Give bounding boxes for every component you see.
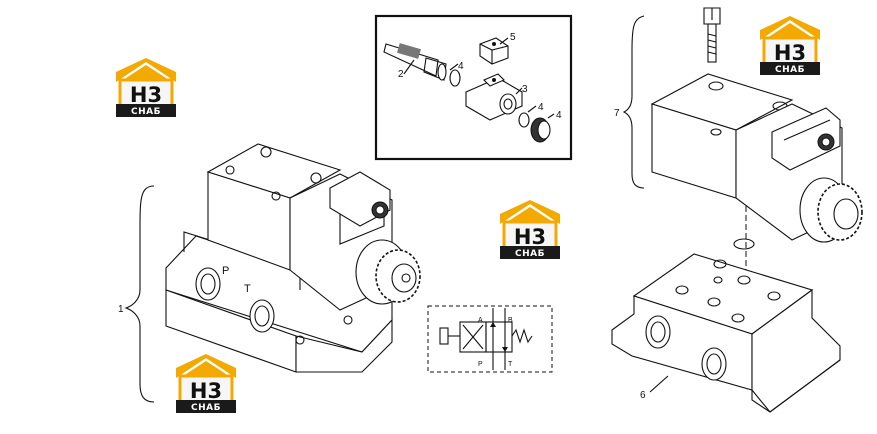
valve-assembly-left: 1 P T bbox=[118, 143, 421, 403]
exploded-parts-inset: 2 4 5 3 4 4 bbox=[374, 14, 573, 161]
mounting-bolt bbox=[703, 7, 721, 63]
port-t bbox=[249, 299, 275, 333]
connector-plug bbox=[479, 37, 509, 65]
port-p bbox=[195, 267, 221, 301]
logo-text-bottom: CHAБ bbox=[131, 107, 161, 117]
port-label-t: T bbox=[244, 283, 251, 295]
o-ring bbox=[449, 69, 461, 87]
brand-logo-left-bottom: H3 CHAБ bbox=[174, 352, 238, 415]
o-ring bbox=[733, 238, 755, 250]
logo-text-top: H3 bbox=[774, 41, 806, 65]
brand-logo-right-top: H3 CHAБ bbox=[758, 14, 822, 77]
callout-1: 1 bbox=[118, 304, 124, 315]
logo-text-top: H3 bbox=[514, 225, 546, 249]
assembly-brace bbox=[622, 15, 645, 189]
o-ring bbox=[518, 112, 530, 128]
logo-text-bottom: CHAБ bbox=[515, 249, 545, 259]
port-p bbox=[645, 315, 671, 349]
logo-text-top: H3 bbox=[130, 83, 162, 107]
symbol-label-p: P bbox=[478, 361, 483, 368]
coil-body bbox=[465, 73, 523, 121]
port-t bbox=[701, 347, 727, 381]
solenoid-tube bbox=[383, 43, 447, 81]
assembly-brace bbox=[124, 185, 155, 403]
port-label-p: P bbox=[222, 265, 229, 277]
callout-7: 7 bbox=[614, 108, 620, 119]
symbol-label-t: T bbox=[508, 361, 513, 368]
symbol-label-a: A bbox=[478, 317, 483, 324]
brand-logo-center: H3 CHAБ bbox=[498, 198, 562, 261]
brand-logo-left-top: H3 CHAБ bbox=[114, 56, 178, 119]
callout-3: 3 bbox=[522, 84, 528, 95]
valve-assembly-right: 7 bbox=[611, 7, 863, 413]
logo-text-bottom: CHAБ bbox=[775, 65, 805, 75]
logo-text-top: H3 bbox=[190, 379, 222, 403]
callout-4: 4 bbox=[538, 102, 544, 113]
knurled-nut bbox=[530, 117, 551, 143]
callout-4: 4 bbox=[458, 61, 464, 72]
logo-text-bottom: CHAБ bbox=[191, 403, 221, 413]
callout-2: 2 bbox=[398, 69, 404, 80]
hydraulic-symbol: A B P T bbox=[427, 305, 553, 373]
callout-6: 6 bbox=[640, 390, 646, 401]
callout-5: 5 bbox=[510, 32, 516, 43]
symbol-label-b: B bbox=[508, 317, 513, 324]
callout-4: 4 bbox=[556, 110, 562, 121]
